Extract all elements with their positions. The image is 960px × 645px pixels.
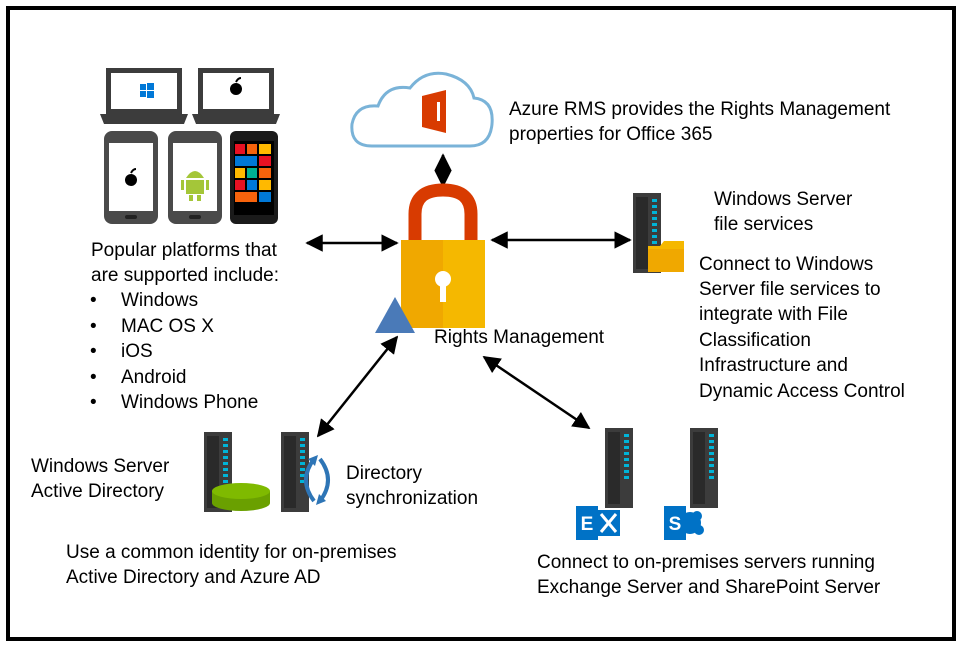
file-server-title-line1: Windows Server bbox=[714, 189, 853, 210]
ad-title-line2: Active Directory bbox=[31, 481, 165, 502]
platform-item: iOS bbox=[90, 339, 258, 365]
file-server-desc-line: Connect to Windows bbox=[699, 254, 874, 275]
ad-desc-line2: Active Directory and Azure AD bbox=[66, 567, 321, 588]
folder-icon bbox=[648, 241, 684, 272]
sync-icon bbox=[304, 455, 330, 505]
exchange-server-icon bbox=[605, 428, 633, 508]
diagram-frame bbox=[6, 6, 956, 641]
platform-item: Windows Phone bbox=[90, 390, 258, 416]
file-server-desc-line: Infrastructure and bbox=[699, 355, 848, 376]
sharepoint-letter: S bbox=[669, 514, 682, 535]
phone-android-icon bbox=[168, 131, 222, 224]
platform-item: Android bbox=[90, 365, 258, 391]
sharepoint-logo-icon: S bbox=[664, 506, 704, 540]
file-server-desc-line: Dynamic Access Control bbox=[699, 381, 905, 402]
exchange-logo-icon: E bbox=[576, 506, 620, 540]
laptop-windows-icon bbox=[100, 68, 188, 124]
azure-triangle-icon bbox=[375, 297, 415, 333]
phone-ios-icon bbox=[104, 131, 158, 224]
azure-desc-line1: Azure RMS provides the Rights Management bbox=[509, 99, 891, 120]
onprem-desc-line1: Connect to on-premises servers running bbox=[537, 552, 875, 573]
azure-desc-line2: properties for Office 365 bbox=[509, 124, 713, 145]
arrow-lock-ad bbox=[316, 335, 399, 438]
file-server-title-line2: file services bbox=[714, 214, 814, 235]
database-icon bbox=[212, 483, 270, 511]
exchange-letter: E bbox=[581, 514, 594, 535]
file-server-desc-line: integrate with File bbox=[699, 304, 848, 325]
phone-windows-icon bbox=[230, 131, 278, 224]
ad-title-line1: Windows Server bbox=[31, 456, 170, 477]
file-server-desc-line: Classification bbox=[699, 330, 811, 351]
sharepoint-server-icon bbox=[690, 428, 718, 508]
onprem-desc-line2: Exchange Server and SharePoint Server bbox=[537, 577, 881, 598]
arrow-lock-onprem bbox=[482, 355, 591, 430]
platforms-intro-line2: are supported include: bbox=[91, 265, 280, 286]
rights-management-label: Rights Management bbox=[434, 327, 605, 348]
platforms-intro-line1: Popular platforms that bbox=[91, 240, 277, 261]
platform-item: MAC OS X bbox=[90, 314, 258, 340]
laptop-apple-icon bbox=[192, 68, 280, 124]
lock-icon bbox=[401, 183, 485, 328]
sync-server-icon bbox=[281, 432, 309, 512]
sync-label-line2: synchronization bbox=[346, 488, 479, 509]
connection-arrows bbox=[305, 153, 632, 438]
platforms-list: Windows MAC OS X iOS Android Windows Pho… bbox=[90, 288, 258, 416]
file-server-desc-line: Server file services to bbox=[699, 279, 881, 300]
office-logo-icon bbox=[422, 90, 446, 133]
ad-desc-line1: Use a common identity for on-premises bbox=[66, 542, 397, 563]
platform-item: Windows bbox=[90, 288, 258, 314]
sync-label-line1: Directory bbox=[346, 463, 423, 484]
